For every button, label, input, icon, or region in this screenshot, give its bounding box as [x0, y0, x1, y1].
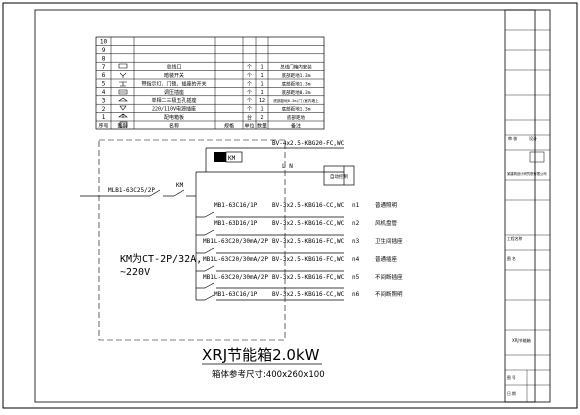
contactor-coil-icon [214, 151, 243, 163]
circuit-load: 普通插座 [375, 255, 398, 263]
contactor-note: KM为CT-2P/32A, [120, 253, 202, 265]
control-device-label: 自动控制 [330, 173, 348, 180]
circuit-cable: BV-3x2.5-KBG16-FC,WC [272, 238, 345, 245]
incoming-breaker: MLB1-63C25/2P [108, 187, 155, 194]
row-name: 暗装开关 [164, 72, 184, 79]
circuit-load: 不间断照明 [375, 290, 403, 298]
company-logo-icon [529, 151, 545, 163]
title-company: 某建筑设计研究院有限公司 [507, 171, 547, 176]
row-remark: 底部距地0.3m(门)室内墙上 [273, 98, 319, 103]
header-spec: 规格 [224, 122, 234, 129]
title-designer: 设计 [529, 135, 537, 141]
row-unit: 个 [247, 65, 252, 71]
row-seq: 6 [102, 72, 106, 79]
row-unit: 台 [247, 114, 252, 121]
title-block: 审 核 设计 某建筑设计研究院有限公司 工程名称 图 名 XRJ节能箱 图 号 … [504, 9, 551, 403]
title-project-label: 工程名称 [507, 236, 522, 241]
control-cable: BV-4x2.5-KBG20-FC,WC [272, 140, 345, 147]
row-seq: 8 [102, 55, 106, 62]
row-remark: 底部距地0.3m [282, 89, 311, 96]
title-sheet-label: 图 号 [507, 375, 516, 380]
row-seq: 7 [102, 64, 106, 71]
circuit-breaker: MB1-63D16/1P [214, 220, 258, 227]
row-qty: 1 [260, 73, 263, 79]
control-breaker-label: KM [228, 155, 236, 162]
control-terminal: L N [282, 163, 293, 170]
header-symbol: 图例 [117, 122, 127, 129]
legend-symbol-icon [118, 63, 128, 128]
title-drawing-name: XRJ节能箱 [512, 337, 531, 343]
title-date-label: 日 期 [507, 391, 516, 396]
circuit-breaker: MB1L-63C20/30mA/2P [203, 256, 268, 263]
circuit-id: n2 [352, 220, 360, 227]
circuit-load: 普通照明 [375, 201, 398, 209]
row-qty: 1 [260, 90, 263, 96]
title-drawing-label: 图 名 [507, 256, 516, 261]
title-approval: 审 核 [508, 135, 517, 141]
circuit-breaker: MB1-63C16/1P [214, 202, 258, 209]
row-unit: 个 [247, 81, 252, 87]
row-unit: 个 [247, 98, 252, 104]
circuit-load: 风机盘管 [375, 219, 398, 227]
row-name: 总线口 [166, 64, 181, 71]
circuit-breaker: MB1L-63C20/30mA/2P [203, 274, 268, 281]
control-device-box [323, 165, 355, 186]
row-seq: 9 [102, 47, 106, 54]
row-name: 调压插座 [164, 89, 184, 96]
row-unit: 个 [247, 73, 252, 79]
circuit-id: n4 [352, 256, 360, 263]
row-seq: 5 [102, 81, 106, 88]
circuit-cable: BV-3x2.5-KBG16-CC,WC [272, 220, 345, 227]
circuit-breaker: MB1L-63C20/30mA/2P [203, 238, 268, 245]
row-name: 220/110V电源插座 [152, 106, 196, 113]
circuit-id: n5 [352, 274, 360, 281]
circuit-load: 不间断插座 [375, 273, 403, 281]
row-remark: 底部距地1.3m [282, 80, 311, 87]
row-remark: 底部距地1.3m [282, 106, 311, 113]
row-name: 单相二三极五孔插座 [151, 97, 196, 104]
sheet-frame [2, 2, 578, 409]
header-remark: 备注 [291, 122, 301, 129]
panel-enclosure [98, 139, 286, 341]
main-contactor-label: KM [176, 182, 184, 189]
inner-frame [34, 9, 536, 403]
circuit-cable: BV-3x2.5-KBG16-CC,WC [272, 202, 345, 209]
contactor-voltage: ~220V [120, 267, 150, 278]
circuit-load: 卫生间插座 [375, 237, 403, 245]
header-name: 名称 [169, 122, 179, 129]
panel-title: XRJ节能箱2.0kW [202, 346, 320, 364]
header-unit: 单位 [244, 122, 254, 129]
legend-table: 10 9 8 7 6 5 4 3 2 1 总线口 暗装开关 带指示灯、门锁、插座… [95, 36, 325, 129]
row-seq: 2 [102, 106, 106, 113]
row-remark: 总线门箱内安装 [280, 64, 312, 71]
row-qty: 1 [260, 107, 263, 113]
circuit-cable: BV-3x2.5-KBG16-CC,WC [272, 291, 345, 298]
row-qty: 12 [259, 98, 265, 104]
circuit-id: n1 [352, 202, 360, 209]
row-qty: 1 [260, 65, 263, 71]
row-unit: 个 [247, 90, 252, 96]
row-seq: 10 [100, 39, 108, 46]
header-qty: 数量 [257, 122, 267, 129]
row-unit: 个 [247, 107, 252, 113]
row-qty: 2 [260, 115, 263, 121]
row-remark: 底部距地1.3m [282, 72, 311, 79]
row-remark: 底部距地 [287, 114, 305, 121]
circuit-cable: BV-3x2.5-KBG16-FC,WC [272, 256, 345, 263]
circuit-breaker: MB1-63C16/1P [214, 291, 258, 298]
row-seq: 4 [102, 89, 106, 96]
circuit-id: n3 [352, 238, 360, 245]
header-seq: 序号 [98, 122, 108, 129]
row-name: 配电箱板 [164, 114, 184, 121]
circuit-id: n6 [352, 291, 360, 298]
row-seq: 3 [102, 97, 106, 104]
circuit-cable: BV-3x2.5-KBG16-FC,WC [272, 274, 345, 281]
panel-size: 箱体参考尺寸:400x260x100 [212, 369, 325, 380]
row-qty: 1 [260, 81, 263, 87]
row-seq: 1 [102, 114, 106, 121]
row-name: 带指示灯、门锁、插座的开关 [141, 80, 206, 87]
wiring [80, 147, 345, 301]
